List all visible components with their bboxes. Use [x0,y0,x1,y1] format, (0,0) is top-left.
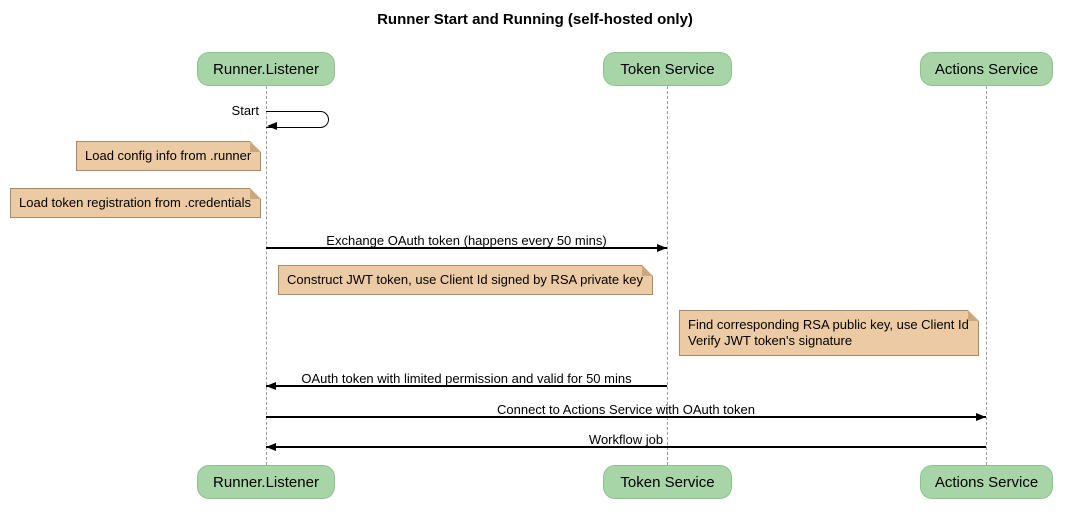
arrow-right-icon [657,243,667,252]
message-label-workflow-job: Workflow job [588,432,664,447]
arrow-left-icon [266,442,276,451]
message-line [266,247,667,249]
participant-label: Runner.Listener [213,473,319,491]
arrow-left-icon [267,121,277,130]
message-line [266,385,667,387]
participant-actions-service-top: Actions Service [920,52,1053,86]
message-label-exchange-oauth: Exchange OAuth token (happens every 50 m… [326,233,607,248]
arrow-right-icon [976,412,986,421]
participant-label: Token Service [620,60,715,78]
message-label-oauth-returned: OAuth token with limited permission and … [301,371,632,386]
diagram-title: Runner Start and Running (self-hosted on… [377,11,693,28]
note-verify-jwt: Find corresponding RSA public key, use C… [679,310,979,356]
note-construct-jwt: Construct JWT token, use Client Id signe… [278,265,653,295]
participant-label: Runner.Listener [213,60,319,78]
message-label-connect-actions: Connect to Actions Service with OAuth to… [497,402,755,417]
lifeline-actions-service [986,86,987,465]
self-message-loop [266,111,329,128]
participant-runner-listener-top: Runner.Listener [197,52,335,86]
participant-token-service-bottom: Token Service [603,465,732,499]
participant-label: Actions Service [934,473,1039,491]
message-label-start: Start [231,103,259,118]
note-load-token-registration: Load token registration from .credential… [10,188,261,218]
participant-label: Token Service [620,473,715,491]
participant-actions-service-bottom: Actions Service [920,465,1053,499]
message-line [266,446,986,448]
note-load-config: Load config info from .runner [76,141,262,171]
participant-label: Actions Service [934,60,1039,78]
message-line [266,416,986,418]
participant-runner-listener-bottom: Runner.Listener [197,465,335,499]
arrow-left-icon [266,381,276,390]
lifeline-token-service [667,86,668,465]
lifeline-runner-listener [266,86,267,465]
participant-token-service-top: Token Service [603,52,732,86]
